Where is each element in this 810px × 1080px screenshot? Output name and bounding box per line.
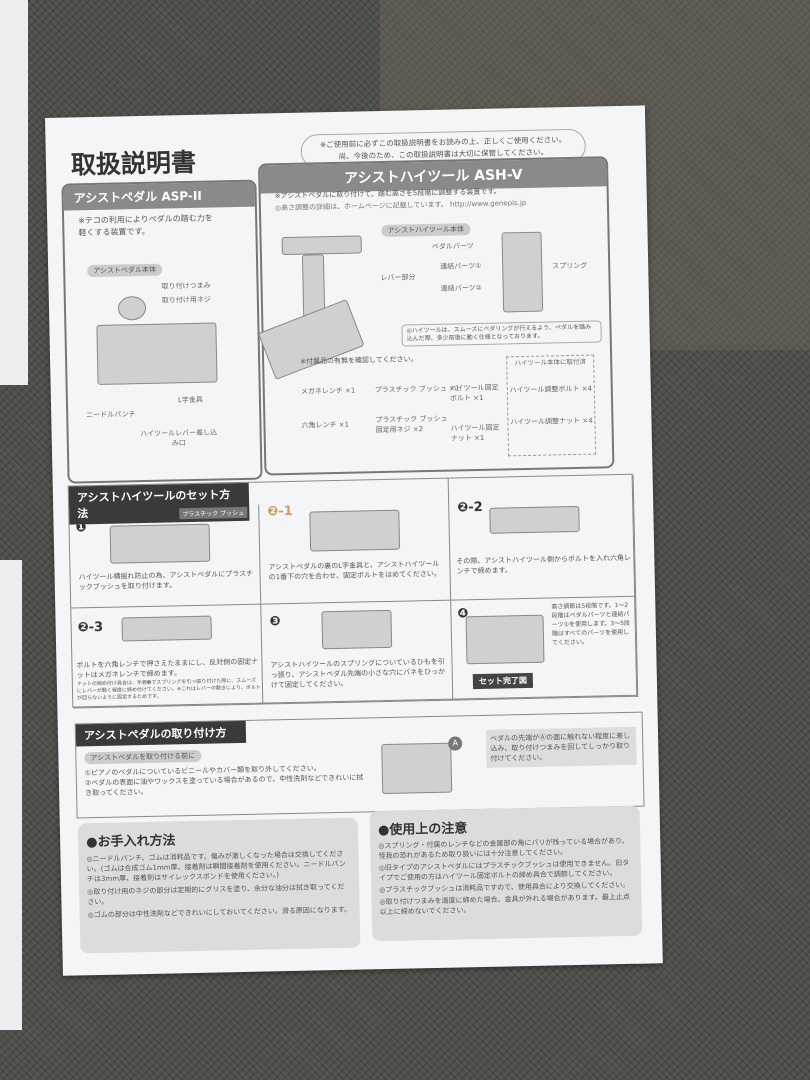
step-text: 高さ調節は5段階です。1〜2段階はペダルパーツと連結パーツ①を使用します。3〜5… xyxy=(551,601,631,647)
accessory-item: メガネレンチ ×1 xyxy=(300,386,356,396)
pedal-part-illustration xyxy=(281,235,362,256)
note-text: ◎高さ調整の詳細は、ホームページに記載しています。 xyxy=(274,200,448,213)
label-lever-slot: ハイツールレバー差し込み口 xyxy=(140,428,218,448)
step-illustration xyxy=(109,523,211,564)
mount-before-label: アシストペダルを取り付ける前に xyxy=(84,749,202,765)
care-item: ◎ゴムの部分は中性洗剤などできれいにしておいてください。滑る原因になります。 xyxy=(87,905,352,920)
preinstalled-box: ハイツール本体に取付済 ハイツール調整ボルト ×4 ハイツール調整ナット ×4 xyxy=(506,354,597,457)
step-text: アシストハイツールのスプリングについているひもを引っ張り、アシストペダル先端の小… xyxy=(270,657,446,690)
accessories-title: ※付属品の有無を確認してください。 xyxy=(300,355,418,366)
other-paper-edge xyxy=(0,0,28,385)
step-1: ❶ プラスチック ブッシュ ハイツール横揺れ防止の為、アシストペダルにプラスチッ… xyxy=(69,504,262,609)
asp-panel: アシストペダル ASP-II ※テコの利用によりペダルの踏む力を 軽くする装置で… xyxy=(61,179,263,484)
step-2-2: ❷-2 その際、アシストハイツール側からボルトを入れ六角レンチで締めます。 xyxy=(448,474,637,601)
instruction-sheet: 取扱説明書 ※ご使用前に必ずこの取扱説明書をお読みの上、正しくご使用ください。 … xyxy=(45,105,663,976)
accessory-item: ハイツール固定ナット ×1 xyxy=(450,423,500,443)
website-url: http://www.genepis.jp xyxy=(449,198,527,209)
accessory-item: ハイツール固定ボルト ×1 xyxy=(449,383,499,403)
label-pedal-part: ペダルパーツ xyxy=(431,242,474,251)
label-spring: スプリング xyxy=(552,261,588,271)
plastic-bush-tag: プラスチック ブッシュ xyxy=(179,506,248,520)
asp-description: ※テコの利用によりペダルの踏む力を 軽くする装置です。 xyxy=(78,212,248,240)
asp-illustration xyxy=(96,322,218,385)
care-item: ◎取り付け用のネジの部分は定期的にグリスを塗り、余分な油分は拭き取ってください。 xyxy=(87,882,345,907)
step-number: ❷-3 xyxy=(77,619,104,636)
step-illustration xyxy=(121,615,212,642)
label-link-2: 連結パーツ② xyxy=(440,283,482,293)
document-title: 取扱説明書 xyxy=(70,147,197,180)
other-paper-edge xyxy=(0,560,22,1030)
asp-header: アシストペダル ASP-II xyxy=(63,181,255,211)
step-4: ❹ 高さ調節は5段階です。1〜2段階はペダルパーツと連結パーツ①を使用します。3… xyxy=(451,596,639,701)
step-illustration xyxy=(465,614,545,665)
care-title: ●お手入れ方法 xyxy=(86,833,176,851)
step-fine-print: ナットの締め付け具合は、手順❸でスプリングを引っ張り付けた際に、スムーズにレバー… xyxy=(76,677,261,702)
accessory-item: 六角レンチ ×1 xyxy=(301,420,350,430)
step-2-3: ❷-3 ボルトを六角レンチで押さえたままにし、反対側の固定ナットはメガネレンチで… xyxy=(71,604,264,709)
desc-line: 軽くする装置です。 xyxy=(78,226,150,238)
caution-item: ◎スプリング・付属のレンチなどの金属部の角にバリが残っている場合があり、怪我の恐… xyxy=(378,836,629,861)
set-complete-badge: セット完了図 xyxy=(472,672,534,690)
mount-list: ①ピアノのペダルについているビニールやカバー類を取り外してください。 ②ペダルの… xyxy=(85,762,366,798)
mount-instruction: ペダルの先端がⒶの面に触れない程度に差し込み、取り付けつまみを回してしっかり取り… xyxy=(485,726,637,768)
preinstalled-item: ハイツール調整ボルト ×4 xyxy=(509,384,593,395)
setup-section: アシストハイツールのセット方法 ❶ プラスチック ブッシュ ハイツール横揺れ防止… xyxy=(67,473,639,709)
label-link-1: 連結パーツ① xyxy=(440,261,482,271)
smooth-note: ◎ハイツールは、スムーズにペダリングが行えるよう、ペダルを踏み込んだ際、多少前後… xyxy=(401,320,602,347)
step-text: ハイツール横揺れ防止の為、アシストペダルにプラスチックブッシュを取り付けます。 xyxy=(78,569,254,592)
caution-title: ●使用上の注意 xyxy=(377,821,468,839)
care-box: ●お手入れ方法 ◎ニードルパンチ、ゴムは消耗品です。傷みが激しくなった場合は交換… xyxy=(77,817,361,954)
label-l-bracket: L字金具 xyxy=(177,395,203,405)
step-illustration xyxy=(489,505,580,534)
caution-box: ●使用上の注意 ◎スプリング・付属のレンチなどの金属部の角にバリが残っている場合… xyxy=(369,805,643,942)
label-screw: 取り付け用ネジ xyxy=(161,295,211,305)
step-illustration xyxy=(321,609,393,650)
mount-header: アシストペダルの取り付け方 xyxy=(75,720,247,747)
step-number: ❷-2 xyxy=(457,499,483,516)
preinstalled-title: ハイツール本体に取付済 xyxy=(514,357,586,368)
step-text: アシストペダルの裏のL字金具と、アシストハイツールの1番下の穴を合わせ、固定ボル… xyxy=(268,559,441,582)
mount-illustration xyxy=(381,742,453,795)
step-number: ❷-1 xyxy=(267,503,293,520)
knob-illustration xyxy=(117,295,147,321)
ash-body-label: アシストハイツール本体 xyxy=(381,223,471,237)
step-text: ボルトを六角レンチで押さえたままにし、反対側の固定ナットはメガネレンチで締めます… xyxy=(76,657,259,680)
caution-item: ◎取り付けつまみを過度に締めた場合、金具が外れる場合があります。最上止点以上に締… xyxy=(379,892,630,917)
step-2-1: ❷-1 アシストペダルの裏のL字金具と、アシストハイツールの1番下の穴を合わせ、… xyxy=(258,478,452,605)
ash-panel: アシストハイツール ASH-V ※アシストペダルに取り付けて、踏む高さを5段階に… xyxy=(257,156,615,476)
mount-section: アシストペダルの取り付け方 アシストペダルを取り付ける前に ①ピアノのペダルにつ… xyxy=(74,711,645,819)
step-number: ❸ xyxy=(269,614,281,630)
step-3: ❸ アシストハイツールのスプリングについているひもを引っ張り、アシストペダル先端… xyxy=(261,600,454,705)
ash-parts-illustration xyxy=(501,231,544,313)
care-item: ◎ニードルパンチ、ゴムは消耗品です。傷みが激しくなった場合は交換してください。(… xyxy=(86,849,346,884)
preinstalled-item: ハイツール調整ナット ×4 xyxy=(510,416,593,427)
asp-body-label: アシストペダル本体 xyxy=(87,263,163,278)
caution-item: ◎旧タイプのアシストペダルにはプラスチックブッシュは使用できません。旧タイプでご… xyxy=(378,858,630,883)
accessory-item: プラスチック ブッシュ固定用ネジ ×2 xyxy=(375,414,448,435)
label-lever: レバー部分 xyxy=(380,273,416,283)
label-needle-punch: ニードルパンチ xyxy=(86,410,136,420)
marker-a: A xyxy=(448,736,463,751)
step-number: ❶ xyxy=(75,520,87,536)
accessory-item: プラスチック ブッシュ ×1 xyxy=(374,384,460,395)
step-illustration xyxy=(309,509,401,552)
label-knob: 取り付けつまみ xyxy=(161,281,211,291)
step-text: その際、アシストハイツール側からボルトを入れ六角レンチで締めます。 xyxy=(456,553,632,576)
